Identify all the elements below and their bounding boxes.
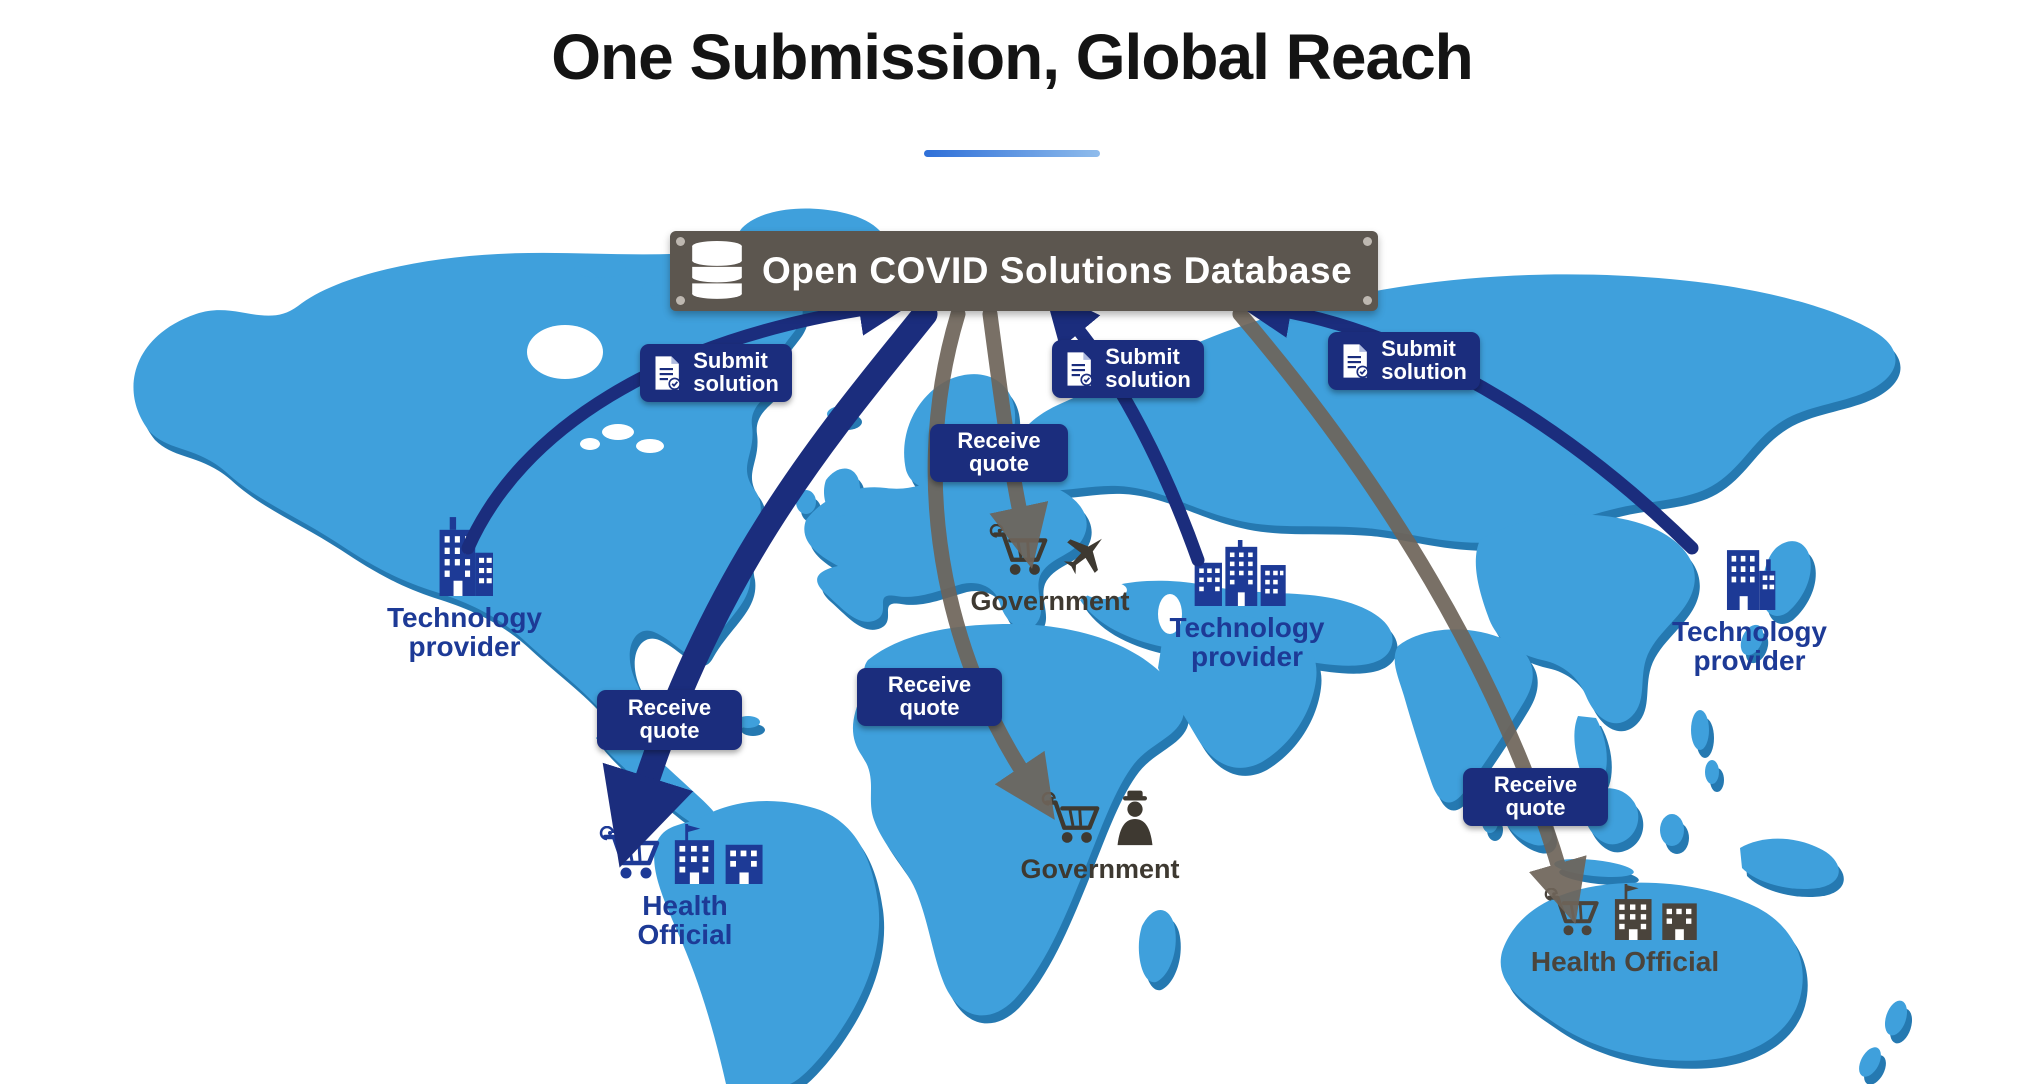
- city-buildings-icon: [1192, 540, 1302, 611]
- actor-label: Government: [1020, 854, 1180, 884]
- airplane-icon: [1059, 528, 1111, 585]
- hispaniola: [736, 716, 760, 728]
- actor-label-line: Technology: [1671, 616, 1828, 647]
- actor-label-line: Official: [637, 919, 733, 951]
- badge-line: Submit: [1381, 336, 1456, 362]
- philippines-south: [1705, 760, 1719, 784]
- arabian-peninsula: [1158, 615, 1317, 768]
- new-zealand-north: [1884, 1000, 1908, 1036]
- actor-technology-provider-middle: Technology provider: [1142, 540, 1352, 671]
- actor-label: Technology provider: [1672, 617, 1827, 675]
- madagascar: [1138, 909, 1176, 983]
- title-underline: [924, 150, 1100, 157]
- philippines: [1691, 710, 1709, 750]
- actor-health-official-south-america: Health Official: [580, 824, 790, 949]
- great-britain: [823, 468, 861, 517]
- hudson-bay: [527, 325, 603, 379]
- great-lake: [636, 439, 664, 453]
- black-sea: [1083, 581, 1127, 599]
- actor-label-line: provider: [1190, 641, 1303, 673]
- badge-line: solution: [693, 371, 779, 396]
- receive-arrow-africa: [927, 306, 1055, 820]
- submit-arrow-right: [1234, 286, 1699, 555]
- actor-label: Health Official: [1530, 946, 1720, 977]
- receive-quote-badge-australia: Receive quote: [1463, 768, 1608, 826]
- badge-line: quote: [969, 451, 1029, 476]
- badge-line: solution: [1381, 359, 1467, 384]
- badge-line: Receive: [1493, 772, 1578, 798]
- actor-label-line: provider: [408, 631, 521, 663]
- badge-line: Submit: [1105, 344, 1180, 370]
- actor-label: Government: [970, 586, 1130, 616]
- official-person-icon: [1111, 790, 1159, 853]
- document-check-icon: [1065, 350, 1095, 388]
- screw-icon: [676, 296, 685, 305]
- hospital-buildings-icon: [1610, 884, 1706, 945]
- receive-quote-badge-south-america: Receive quote: [597, 690, 742, 750]
- database-icon: [688, 240, 746, 302]
- great-lake: [602, 424, 634, 440]
- screw-icon: [1363, 237, 1372, 246]
- new-zealand-south: [1859, 1047, 1881, 1077]
- actor-label: Technology provider: [1169, 613, 1324, 671]
- japan-south: [1740, 624, 1764, 656]
- database-banner-label: Open COVID Solutions Database: [762, 250, 1353, 291]
- caspian-sea: [1158, 594, 1182, 634]
- receive-arrow-europe: [982, 306, 1049, 569]
- actor-label-line: Technology: [386, 602, 543, 633]
- sulawesi: [1660, 814, 1684, 846]
- actor-technology-provider-left: Technology provider: [372, 512, 557, 661]
- new-guinea: [1740, 838, 1839, 890]
- actor-technology-provider-right: Technology provider: [1652, 534, 1847, 675]
- actor-label-line: Technology: [1169, 612, 1325, 643]
- actor-label-line: Health: [642, 890, 728, 921]
- page-title: One Submission, Global Reach: [551, 21, 1474, 93]
- badge-line: Receive: [627, 695, 712, 721]
- badge-line: quote: [899, 695, 960, 720]
- china-se-asia: [1475, 514, 1695, 724]
- arctic-island: [642, 280, 678, 296]
- arctic-island: [574, 258, 626, 278]
- great-lake: [580, 438, 600, 450]
- document-check-icon: [653, 354, 683, 392]
- actor-label-line: provider: [1693, 645, 1806, 677]
- badge-line: Submit: [693, 348, 768, 374]
- north-america: [133, 251, 803, 732]
- screw-icon: [1363, 296, 1372, 305]
- document-check-icon: [1341, 342, 1371, 380]
- actor-label: Technology provider: [387, 603, 542, 661]
- office-building-icon: [1715, 534, 1785, 615]
- badge-line: Receive: [957, 428, 1041, 454]
- database-banner: Open COVID Solutions Database: [670, 231, 1378, 311]
- actor-label: Health Official: [638, 891, 733, 949]
- receive-quote-badge-europe: Receive quote: [930, 424, 1068, 482]
- india: [1394, 629, 1533, 803]
- badge-line: Receive: [887, 672, 972, 698]
- badge-line: quote: [639, 718, 700, 743]
- inland-water: [527, 325, 1182, 634]
- screw-icon: [676, 237, 685, 246]
- submit-solution-badge-left: Submit solution: [640, 344, 792, 402]
- siberia-russia: [1011, 274, 1896, 543]
- australia: [1500, 882, 1803, 1061]
- receive-quote-badge-africa: Receive quote: [857, 668, 1002, 726]
- submit-arrow-left: [461, 284, 916, 555]
- submit-solution-badge-middle: Submit solution: [1052, 340, 1204, 398]
- badge-line: solution: [1105, 367, 1191, 392]
- badge-line: quote: [1505, 795, 1566, 820]
- submit-solution-badge-right: Submit solution: [1328, 332, 1480, 390]
